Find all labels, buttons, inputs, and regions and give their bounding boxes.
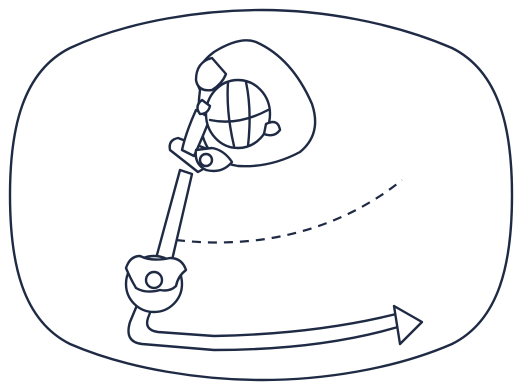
operator-figure xyxy=(182,40,315,171)
motion-arrow-head xyxy=(394,306,422,344)
cut-arc-dashed xyxy=(176,180,402,243)
trimmer-head xyxy=(126,256,186,312)
motion-path-inner xyxy=(147,300,404,336)
